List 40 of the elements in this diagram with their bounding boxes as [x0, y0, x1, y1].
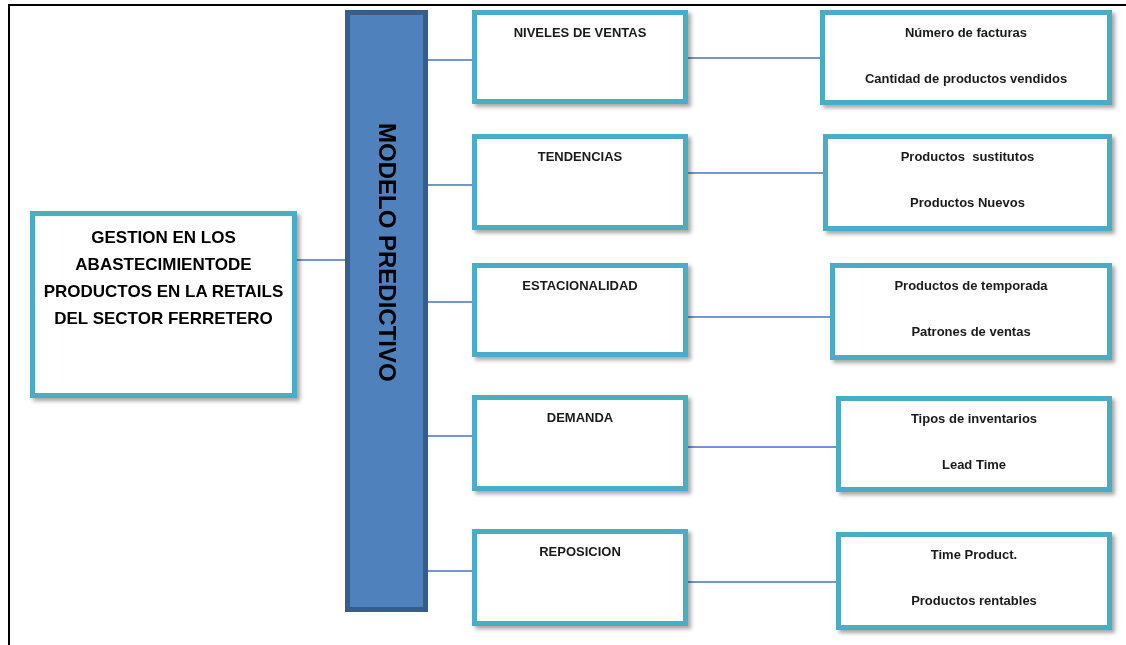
- box-text: Tipos de inventarios: [910, 410, 1038, 428]
- bar-title: MODELO PREDICTIVO: [374, 123, 399, 382]
- box-title: NIVELES DE VENTAS: [513, 24, 647, 42]
- box-text: Productos Nuevos: [910, 193, 1025, 212]
- process-box: [836, 532, 1112, 630]
- box-title: ESTACIONALIDAD: [522, 277, 638, 295]
- process-box: [472, 10, 688, 104]
- process-box: [472, 395, 688, 491]
- connector-line: [427, 570, 473, 572]
- vertical-bar: [345, 10, 428, 612]
- connector-line: [687, 172, 824, 174]
- box-text: Lead Time: [941, 455, 1007, 474]
- box-text: GESTION EN LOS ABASTECIMIENTODE PRODUCTOS EN LA RETAILS DEL SECTOR FERRETERO: [43, 227, 284, 330]
- connector-line: [687, 57, 821, 59]
- box-title: TENDENCIAS: [537, 148, 623, 166]
- box-title: REPOSICION: [539, 543, 621, 561]
- box-text: Patrones de ventas: [911, 322, 1031, 341]
- process-box: [472, 529, 688, 626]
- process-box: [820, 10, 1112, 105]
- connector-line: [687, 581, 837, 583]
- connector-line: [687, 446, 837, 448]
- process-box: [836, 396, 1112, 492]
- box-title: DEMANDA: [546, 409, 614, 427]
- process-box: [823, 134, 1112, 231]
- process-box: [472, 263, 688, 357]
- connector-line: [427, 301, 473, 303]
- connector-line: [427, 59, 473, 61]
- box-text: Productos sustitutos: [900, 148, 1035, 166]
- process-box: [830, 263, 1112, 360]
- process-box: [30, 211, 297, 398]
- connector-line: [427, 184, 473, 186]
- box-text: Número de facturas: [904, 24, 1028, 42]
- connector-line: [296, 259, 346, 261]
- box-text: Cantidad de productos vendidos: [864, 69, 1068, 88]
- box-text: Productos rentables: [911, 591, 1037, 610]
- process-box: [472, 134, 688, 230]
- box-text: Productos de temporada: [894, 277, 1048, 295]
- connector-line: [427, 435, 473, 437]
- box-text: Time Product.: [930, 546, 1018, 564]
- connector-line: [687, 316, 831, 318]
